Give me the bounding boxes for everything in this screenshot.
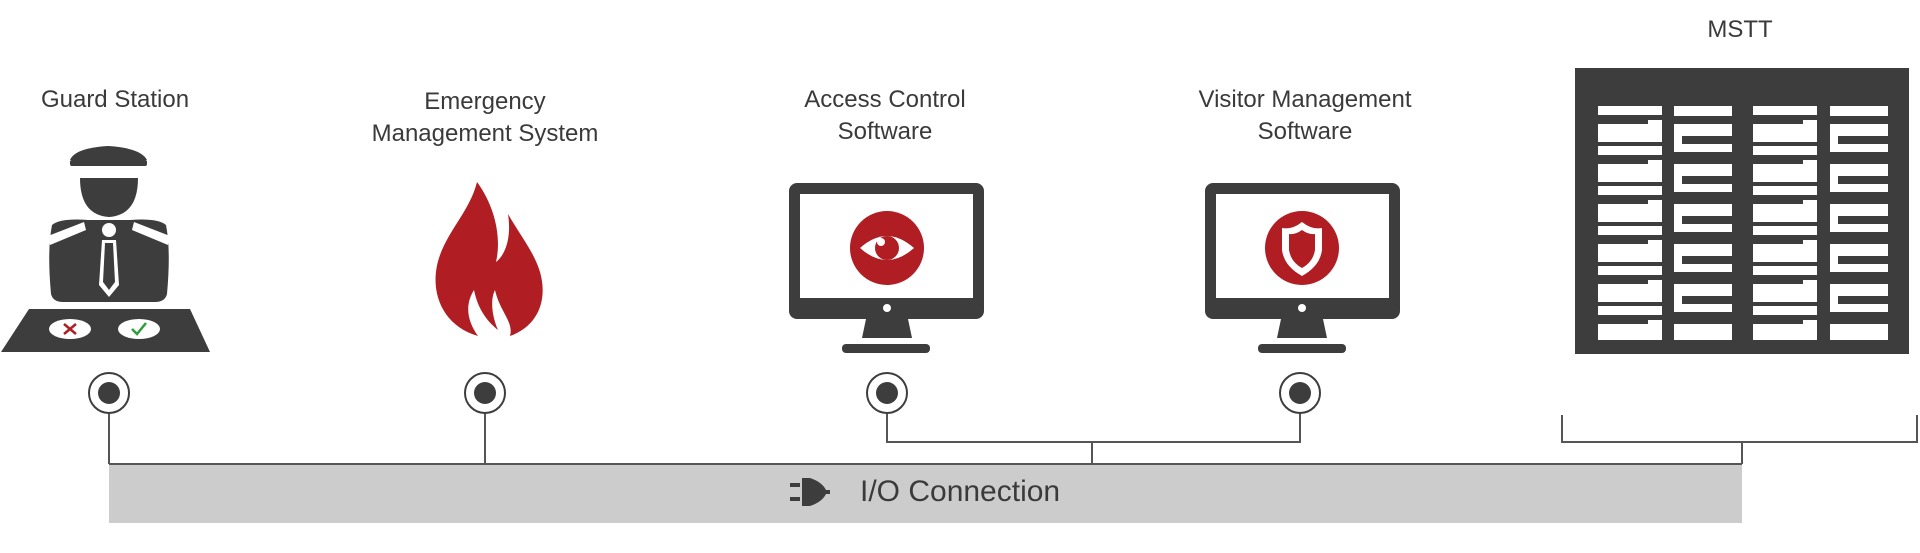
io-connection-label: I/O Connection (860, 475, 1061, 508)
visitor-management-label: Visitor Management Software (1198, 86, 1412, 145)
monitor-shield-icon (1205, 183, 1400, 353)
connection-lines (108, 410, 1918, 465)
guard-icon (1, 146, 210, 352)
monitor-eye-icon (789, 183, 984, 353)
connector-node-access (866, 372, 908, 414)
emergency-management-label: Emergency Management System (371, 88, 599, 147)
flame-icon (435, 182, 543, 336)
plug-icon (790, 478, 830, 506)
connector-node-guard (88, 372, 130, 414)
connector-node-emergency (464, 372, 506, 414)
connector-node-visitor (1279, 372, 1321, 414)
mstt-label: MSTT (1707, 16, 1773, 43)
turnstile-icon (1575, 68, 1909, 354)
mstt-bracket-line (1561, 415, 1918, 443)
software-bracket-line (886, 410, 1301, 443)
guard-station-label: Guard Station (40, 86, 190, 113)
access-control-label: Access Control Software (804, 86, 966, 145)
io-connection-bar (109, 464, 1742, 523)
